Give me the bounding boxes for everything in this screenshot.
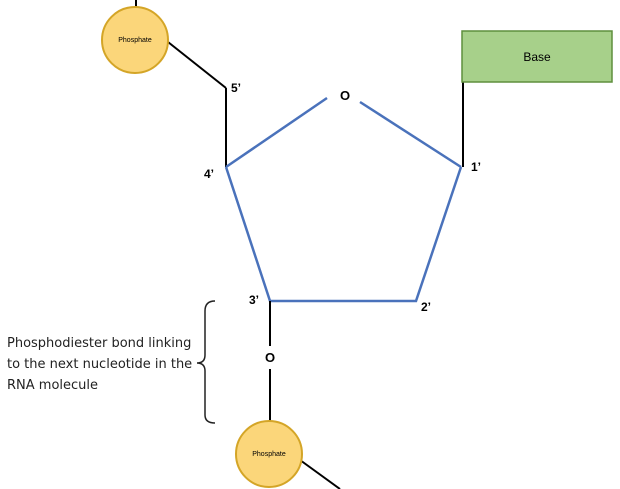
linker-oxygen-label: O — [265, 350, 275, 365]
phosphate-bottom-label: Phosphate — [252, 451, 286, 458]
annotation-line-1: Phosphodiester bond linking — [7, 336, 191, 351]
base-box — [461, 30, 613, 83]
ring-bond-c1-c2-c3-c4 — [224, 166, 463, 303]
ring-bond-o-c1 — [359, 100, 462, 169]
annotation-line-3: RNA molecule — [7, 378, 98, 393]
bond-phosphate-next — [299, 459, 341, 489]
annotation-brace — [196, 300, 216, 424]
carbon-3-label: 3’ — [249, 293, 259, 307]
phosphate-top-circle — [101, 6, 169, 74]
phosphate-bottom-circle — [235, 420, 303, 488]
carbon-1-label: 1’ — [471, 160, 481, 174]
ring-oxygen-label: O — [340, 88, 350, 103]
ring-bond-c4-o — [225, 96, 328, 169]
carbon-2-label: 2’ — [421, 300, 431, 314]
carbon-4-label: 4’ — [204, 167, 214, 181]
base-label: Base — [523, 50, 551, 64]
phosphate-top-label: Phosphate — [118, 37, 152, 44]
bond-phosphate-c5 — [167, 41, 227, 89]
carbon-5-label: 5’ — [231, 81, 241, 95]
annotation-line-2: to the next nucleotide in the — [7, 357, 192, 372]
